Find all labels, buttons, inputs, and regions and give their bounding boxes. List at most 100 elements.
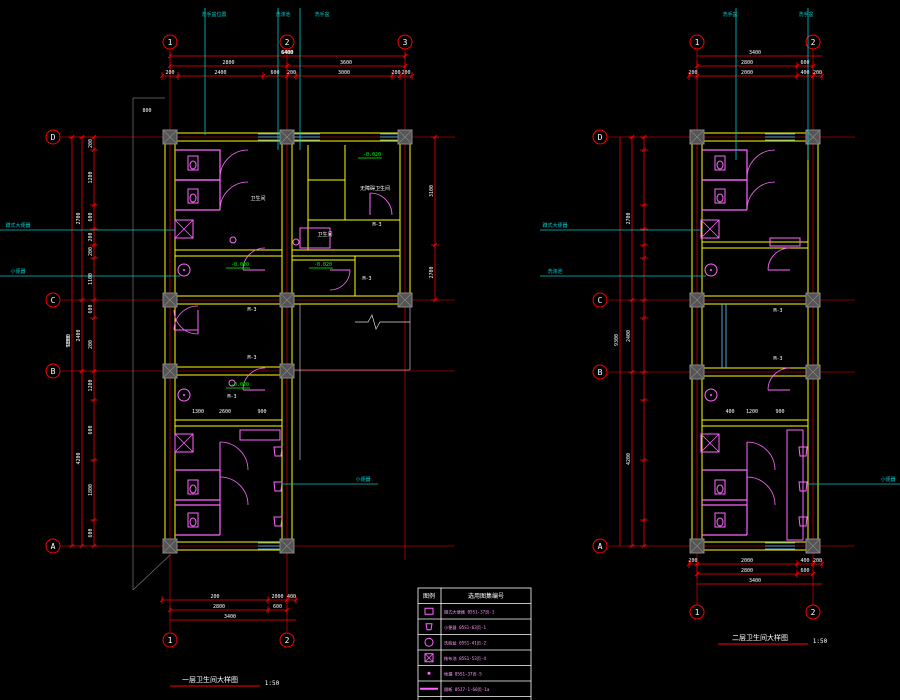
- dimension-text: 1100: [88, 273, 94, 285]
- dimension-slash: [175, 73, 181, 79]
- dimension-slash: [694, 571, 700, 577]
- dimension-slash: [167, 63, 173, 69]
- urinal-fixture: [798, 516, 808, 527]
- column-hatch: [805, 364, 821, 380]
- floor-drain: [229, 236, 237, 244]
- dimension-text: 200: [391, 70, 400, 76]
- dimension-slash: [432, 134, 438, 140]
- dimension-slash: [69, 543, 75, 549]
- dimension-slash: [810, 571, 816, 577]
- legend-row-text: 地漏 05S1-37页-5: [444, 671, 482, 678]
- dimension-slash: [432, 242, 438, 248]
- stall-door-swing: [219, 149, 249, 179]
- dimension-slash: [167, 607, 173, 613]
- door-swing: [369, 192, 393, 216]
- level-mark: -0.020: [314, 262, 332, 268]
- dimension-slash: [91, 517, 97, 523]
- axis-bubble-left-circle: [592, 129, 608, 145]
- dimension-slash: [794, 63, 800, 69]
- dimension-text: 2700: [429, 266, 435, 278]
- dimension-text: 600: [88, 528, 94, 537]
- axis-bubble-left: B: [598, 368, 603, 377]
- dimension-text: 600: [88, 212, 94, 221]
- toilet-bowl: [716, 517, 724, 527]
- axis-bubble-top-circle: [397, 34, 413, 50]
- dimension-slash: [159, 597, 165, 603]
- axis-bubble-left: A: [51, 542, 56, 551]
- wash-basin: [704, 263, 718, 277]
- dimension-text: 600: [800, 568, 809, 574]
- legend-icon-floor-drain: [427, 671, 431, 675]
- axis-bubble-bottom-circle: [805, 604, 821, 620]
- dimension-text: 2700: [76, 212, 82, 224]
- level-mark: -0.020: [363, 152, 381, 158]
- drawing-scale: 1:50: [265, 680, 280, 687]
- door-swing: [173, 305, 199, 331]
- door-swing: [329, 269, 351, 291]
- dimension-slash: [79, 297, 85, 303]
- wash-basin: [177, 388, 191, 402]
- column-hatch: [689, 538, 705, 554]
- urinal-partition: [786, 429, 804, 541]
- leader-label: 洗手盆: [722, 11, 737, 18]
- column-hatch: [162, 129, 178, 145]
- dimension-slash: [293, 73, 299, 79]
- toilet-fixture: [714, 512, 726, 528]
- dimension-text: 2800: [222, 60, 234, 66]
- stall-door-swing: [219, 476, 249, 506]
- axis-bubble-left-circle: [45, 538, 61, 554]
- dimension-text: 1200: [746, 409, 758, 415]
- dimension-text: 200: [688, 70, 697, 76]
- drawing-caption: 二层卫生间大样图: [732, 633, 788, 642]
- column-hatch: [805, 538, 821, 554]
- accessible-fixture: [299, 227, 331, 249]
- mop-sink-x: [174, 433, 194, 453]
- mop-sink: [700, 219, 720, 239]
- column-hatch: [162, 538, 178, 554]
- basin-drain: [183, 394, 185, 396]
- toilet-bowl: [189, 517, 197, 527]
- dimension-text: 2400: [76, 329, 82, 341]
- axis-bubble-bottom: 1: [695, 608, 700, 617]
- dimension-slash: [794, 571, 800, 577]
- door-swing: [173, 309, 199, 335]
- dimension-slash: [694, 561, 700, 567]
- column-hatch: [397, 292, 413, 308]
- dimension-text: 200: [88, 247, 94, 256]
- dimension-slash: [641, 517, 647, 523]
- dimension-text: 200: [813, 558, 822, 564]
- toilet-fixture: [714, 479, 726, 495]
- toilet-bowl: [189, 484, 197, 494]
- urinal-fixture: [798, 446, 808, 457]
- urinal-fixture: [273, 446, 283, 457]
- toilet-fixture: [187, 479, 199, 495]
- level-mark: -0.020: [231, 382, 249, 388]
- dimension-slash: [79, 368, 85, 374]
- dimension-text: 200: [287, 70, 296, 76]
- dimension-text: 400: [800, 558, 809, 564]
- stall-door-swing: [219, 181, 249, 211]
- column-hatch: [162, 363, 178, 379]
- dimension-text: 9300: [614, 334, 620, 346]
- column-hatch: [689, 292, 705, 308]
- column-hatch: [279, 363, 295, 379]
- dimension-slash: [629, 369, 635, 375]
- door-swing: [767, 367, 791, 391]
- dimension-slash: [641, 134, 647, 140]
- door-swing: [242, 367, 266, 391]
- legend-row-text: 蹲式大便器 05S1-37页-1: [444, 609, 495, 616]
- dimension-text: 200: [813, 70, 822, 76]
- leader-label: 小便器: [10, 268, 25, 275]
- legend-row-text: 拖布池 05S1-53页-4: [444, 655, 486, 662]
- dimension-text: 900: [257, 409, 266, 415]
- dimension-slash: [686, 561, 692, 567]
- dimension-text: 400: [287, 594, 296, 600]
- dimension-text: 2800: [741, 568, 753, 574]
- urinal-fixture: [273, 481, 283, 492]
- legend-row-text: 小便器 05S1-63页-1: [444, 624, 486, 631]
- dimension-text: 600: [88, 304, 94, 313]
- door-tag: M-3: [247, 307, 256, 313]
- axis-bubble-top: 1: [168, 38, 173, 47]
- dimension-slash: [794, 73, 800, 79]
